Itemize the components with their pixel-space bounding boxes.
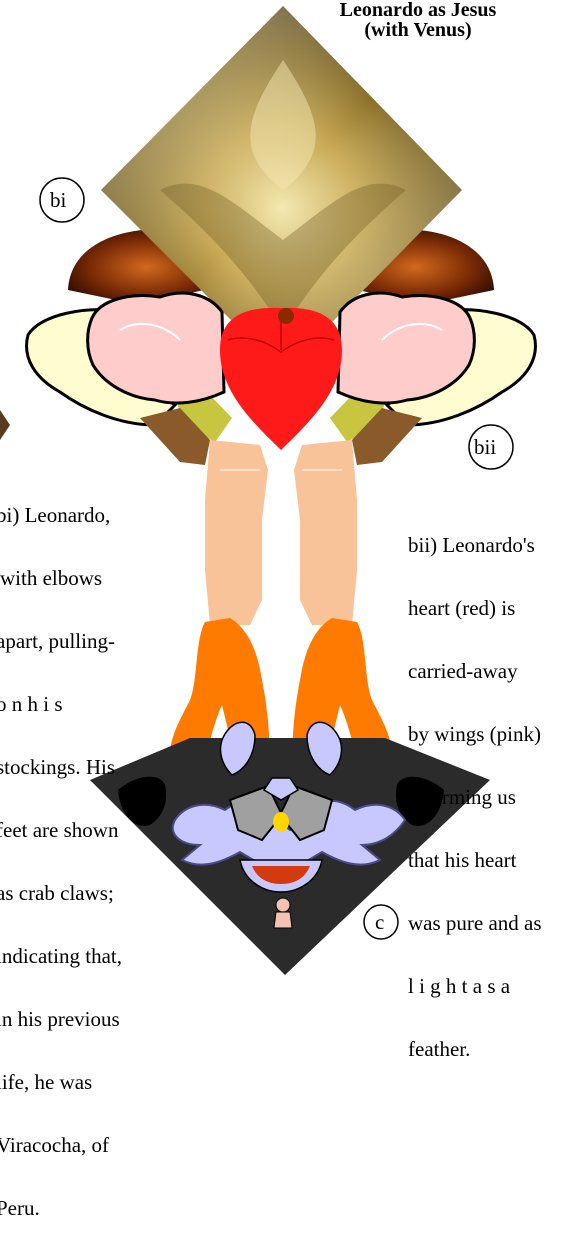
- caption-bi-line: feet are shown: [0, 820, 122, 841]
- caption-bii-line: was pure and as: [408, 913, 542, 934]
- caption-bi-line: in his previous: [0, 1009, 122, 1030]
- caption-bii: bii) Leonardo's heart (red) is carried-a…: [408, 493, 542, 1081]
- arrow-fragment: [0, 410, 10, 440]
- caption-bi-line: bi) Leonardo,: [0, 505, 122, 526]
- badge-bii-label: bii: [474, 437, 496, 458]
- caption-bi-line: indicating that,: [0, 946, 122, 967]
- caption-bii-line: informing us: [408, 787, 542, 808]
- caption-bi-line: Viracocha, of: [0, 1135, 122, 1156]
- caption-bii-line: heart (red) is: [408, 598, 542, 619]
- caption-bii-line: by wings (pink): [408, 724, 542, 745]
- figure-title: Leonardo as Jesus (with Venus): [318, 0, 518, 40]
- red-heart: [220, 308, 342, 450]
- legs: [205, 440, 357, 625]
- caption-bi-line: as crab claws;: [0, 883, 122, 904]
- caption-bii-line: feather.: [408, 1039, 542, 1060]
- badge-bi-label: bi: [50, 190, 66, 211]
- caption-bi-line: apart, pulling-: [0, 631, 122, 652]
- title-line-2: (with Venus): [318, 20, 518, 40]
- title-line-1: Leonardo as Jesus: [318, 0, 518, 20]
- caption-bii-line: l i g h t a s a: [408, 976, 542, 997]
- caption-bi-line: stockings. His: [0, 757, 122, 778]
- caption-bii-line: that his heart: [408, 850, 542, 871]
- caption-bi-line: o n h i s: [0, 694, 122, 715]
- caption-bi-line: life, he was: [0, 1072, 122, 1093]
- caption-bii-line: bii) Leonardo's: [408, 535, 542, 556]
- caption-bi-line: Peru.: [0, 1198, 122, 1219]
- caption-bi: bi) Leonardo, with elbows apart, pulling…: [0, 463, 122, 1240]
- caption-bii-line: carried-away: [408, 661, 542, 682]
- badge-c-label: c: [375, 912, 384, 933]
- caption-bi-line: with elbows: [0, 568, 122, 589]
